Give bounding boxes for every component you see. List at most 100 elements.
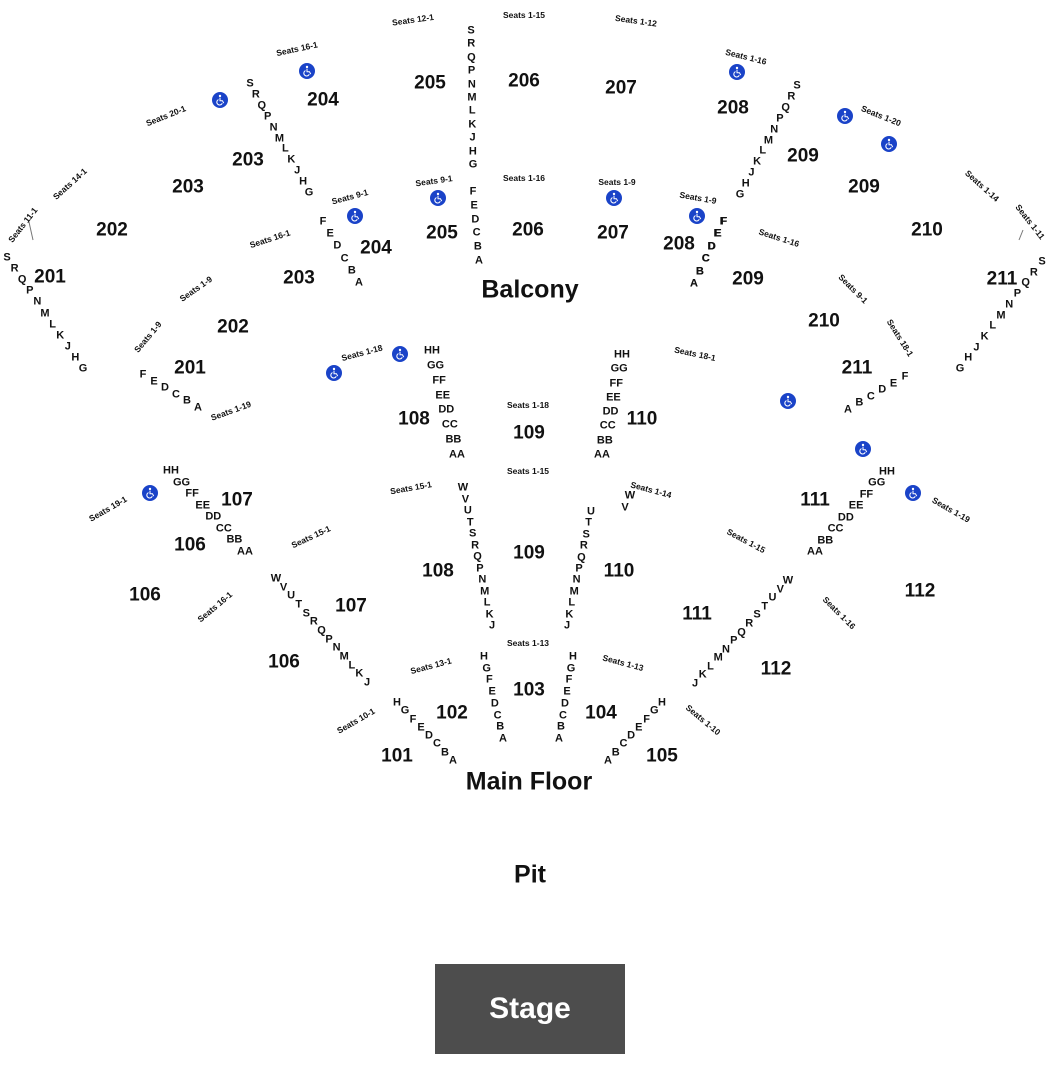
row-label: K bbox=[355, 667, 364, 680]
section-202-label[interactable]: 202 bbox=[96, 219, 128, 241]
row-label: V bbox=[621, 501, 629, 514]
section-210-label[interactable]: 210 bbox=[808, 310, 840, 332]
row-label: FF bbox=[432, 374, 446, 387]
section-111-label[interactable]: 111 bbox=[800, 489, 830, 511]
row-label: H bbox=[741, 177, 750, 190]
row-label: A bbox=[449, 754, 457, 767]
section-207-label[interactable]: 207 bbox=[597, 222, 629, 244]
section-108-label[interactable]: 108 bbox=[422, 560, 454, 582]
row-label: AA bbox=[237, 545, 253, 558]
section-204-label[interactable]: 204 bbox=[307, 89, 339, 111]
section-106-label[interactable]: 106 bbox=[174, 534, 206, 556]
row-label: Q bbox=[317, 624, 326, 637]
row-label: HH bbox=[614, 348, 630, 361]
section-206-label[interactable]: 206 bbox=[508, 70, 540, 92]
seat-range-label: Seats 1-13 bbox=[506, 637, 550, 648]
section-211-label[interactable]: 211 bbox=[841, 357, 873, 379]
section-210-label[interactable]: 210 bbox=[911, 219, 943, 241]
section-108-label[interactable]: 108 bbox=[398, 408, 430, 430]
section-107-label[interactable]: 107 bbox=[335, 595, 367, 617]
seat-range-label: Seats 1-9 bbox=[598, 176, 636, 187]
row-label: C bbox=[172, 388, 180, 401]
row-label: E bbox=[150, 375, 158, 388]
row-label: F bbox=[565, 673, 573, 686]
section-204-label[interactable]: 204 bbox=[360, 237, 392, 259]
section-205-label[interactable]: 205 bbox=[426, 222, 458, 244]
row-label: C bbox=[619, 737, 628, 750]
stage: Stage bbox=[435, 964, 625, 1054]
section-112-label[interactable]: 112 bbox=[904, 580, 936, 602]
section-106-label[interactable]: 106 bbox=[268, 651, 300, 673]
section-110-label[interactable]: 110 bbox=[603, 560, 635, 582]
section-104-label[interactable]: 104 bbox=[585, 702, 617, 724]
row-label: F bbox=[469, 185, 477, 198]
row-label: P bbox=[730, 634, 738, 647]
row-label: T bbox=[466, 516, 474, 528]
section-109-label[interactable]: 109 bbox=[513, 542, 545, 564]
row-label: M bbox=[569, 585, 579, 598]
row-label: H bbox=[964, 351, 973, 364]
section-206-label[interactable]: 206 bbox=[512, 219, 544, 241]
section-102-label[interactable]: 102 bbox=[436, 702, 468, 724]
section-201-label[interactable]: 201 bbox=[34, 266, 66, 288]
section-101-label[interactable]: 101 bbox=[381, 745, 413, 767]
section-111-label[interactable]: 111 bbox=[682, 603, 712, 625]
section-103-label[interactable]: 103 bbox=[513, 679, 545, 701]
row-label: D bbox=[490, 697, 499, 710]
main-floor-label: Main Floor bbox=[465, 767, 593, 796]
row-label: BB bbox=[445, 433, 462, 446]
row-label: E bbox=[889, 377, 898, 390]
row-label: T bbox=[761, 600, 769, 613]
section-201-label[interactable]: 201 bbox=[174, 357, 206, 379]
section-209-label[interactable]: 209 bbox=[848, 176, 880, 198]
section-208-label[interactable]: 208 bbox=[717, 97, 749, 119]
row-label: P bbox=[1013, 287, 1022, 300]
section-208-label[interactable]: 208 bbox=[663, 233, 695, 255]
section-105-label[interactable]: 105 bbox=[646, 745, 678, 767]
divider-line-right bbox=[1018, 229, 1024, 241]
wheelchair-accessible-icon bbox=[689, 208, 705, 224]
section-110-label[interactable]: 110 bbox=[626, 408, 658, 430]
section-205-label[interactable]: 205 bbox=[414, 72, 446, 94]
row-label: N bbox=[332, 641, 341, 654]
row-label: A bbox=[690, 277, 698, 290]
section-109-label[interactable]: 109 bbox=[513, 422, 545, 444]
row-label: Q bbox=[467, 51, 476, 64]
row-label: P bbox=[264, 110, 272, 123]
section-203-label[interactable]: 203 bbox=[232, 149, 264, 171]
row-label: K bbox=[485, 608, 494, 620]
row-label: N bbox=[467, 78, 476, 91]
row-label: BB bbox=[226, 533, 243, 546]
section-203-label[interactable]: 203 bbox=[283, 267, 315, 289]
row-label: S bbox=[3, 251, 11, 264]
section-207-label[interactable]: 207 bbox=[605, 77, 637, 99]
row-label: C bbox=[340, 252, 349, 265]
row-label: D bbox=[471, 213, 480, 226]
section-211-label[interactable]: 211 bbox=[986, 268, 1018, 290]
row-label: HH bbox=[163, 464, 179, 477]
section-202-label[interactable]: 202 bbox=[217, 316, 249, 338]
row-label: R bbox=[251, 88, 260, 101]
row-label: H bbox=[299, 175, 308, 188]
row-label: Q bbox=[473, 550, 482, 563]
seat-range-label: Seats 1-16 bbox=[502, 172, 546, 183]
row-label: G bbox=[482, 662, 491, 675]
section-112-label[interactable]: 112 bbox=[760, 658, 792, 680]
row-label: N bbox=[478, 573, 487, 586]
row-label: M bbox=[763, 134, 774, 146]
row-label: L bbox=[568, 596, 576, 609]
row-label: EE bbox=[848, 499, 864, 512]
pit-label[interactable]: Pit bbox=[514, 860, 546, 889]
wheelchair-accessible-icon bbox=[855, 441, 871, 457]
row-label: CC bbox=[599, 419, 616, 432]
row-label: R bbox=[579, 539, 588, 552]
section-209-label[interactable]: 209 bbox=[787, 145, 819, 167]
row-label: D bbox=[707, 240, 716, 253]
section-106-label[interactable]: 106 bbox=[129, 584, 161, 606]
section-209-label[interactable]: 209 bbox=[732, 268, 764, 290]
section-203-label[interactable]: 203 bbox=[172, 176, 204, 198]
row-label: N bbox=[1005, 298, 1014, 311]
section-107-label[interactable]: 107 bbox=[221, 489, 253, 511]
row-label: HH bbox=[424, 344, 440, 357]
row-label: A bbox=[555, 732, 563, 745]
